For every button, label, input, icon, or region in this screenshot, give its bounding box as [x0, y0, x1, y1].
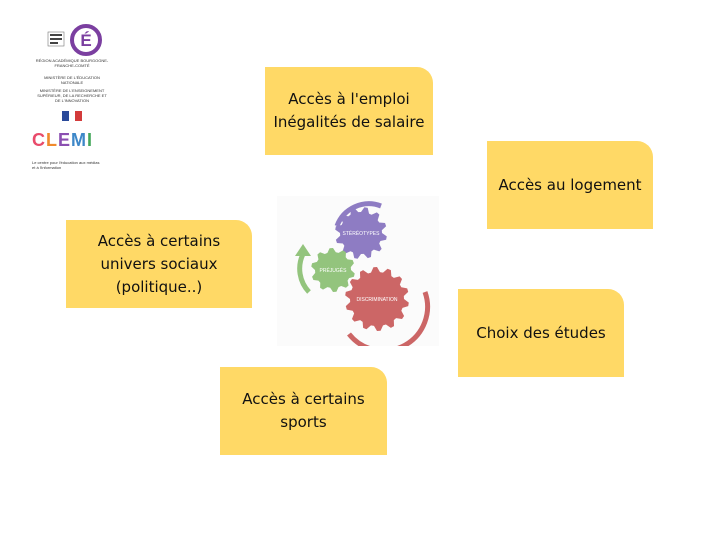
card-sports-text: Accès à certains sports: [242, 388, 364, 434]
region-text: RÉGION ACADÉMIQUE BOURGOGNE-FRANCHE-COMT…: [28, 58, 116, 68]
card-etudes: Choix des études: [458, 289, 624, 377]
card-etudes-text: Choix des études: [476, 322, 606, 345]
gear-label-middle: PRÉJUGÉS: [320, 267, 348, 274]
svg-text:É: É: [80, 31, 91, 50]
clemi-tagline: Le centre pour l'éducation aux médias et…: [32, 160, 102, 170]
ministry-text-2: MINISTÈRE DE L'ENSEIGNEMENT SUPÉRIEUR, D…: [28, 88, 116, 103]
clemi-letter: I: [87, 130, 93, 150]
card-logement-text: Accès au logement: [498, 174, 641, 197]
clemi-letter: M: [71, 130, 87, 150]
clemi-letter: L: [46, 130, 58, 150]
institution-logo: É RÉGION ACADÉMIQUE BOURGOGNE-FRANCHE-CO…: [28, 18, 116, 178]
clemi-letter: E: [58, 130, 71, 150]
french-flag-icon: [62, 111, 82, 121]
emblem-icon: É: [28, 18, 116, 58]
gear-label-top: STÉRÉOTYPES: [343, 230, 381, 237]
card-sports: Accès à certains sports: [220, 367, 387, 455]
card-univers-text: Accès à certains univers sociaux (politi…: [98, 230, 220, 299]
gears-diagram: STÉRÉOTYPES PRÉJUGÉS DISCRIMINATION: [277, 196, 439, 346]
card-emploi-text: Accès à l'emploi Inégalités de salaire: [273, 88, 424, 134]
arrow-left-head-icon: [295, 244, 311, 256]
gear-label-bottom: DISCRIMINATION: [356, 297, 397, 303]
arrow-left-icon: [300, 254, 309, 292]
card-emploi: Accès à l'emploi Inégalités de salaire: [265, 67, 433, 155]
ministry-text-1: MINISTÈRE DE L'ÉDUCATION NATIONALE: [28, 75, 116, 85]
clemi-letter: C: [32, 130, 46, 150]
clemi-wordmark: CLEMI: [32, 130, 93, 151]
card-logement: Accès au logement: [487, 141, 653, 229]
card-univers-sociaux: Accès à certains univers sociaux (politi…: [66, 220, 252, 308]
